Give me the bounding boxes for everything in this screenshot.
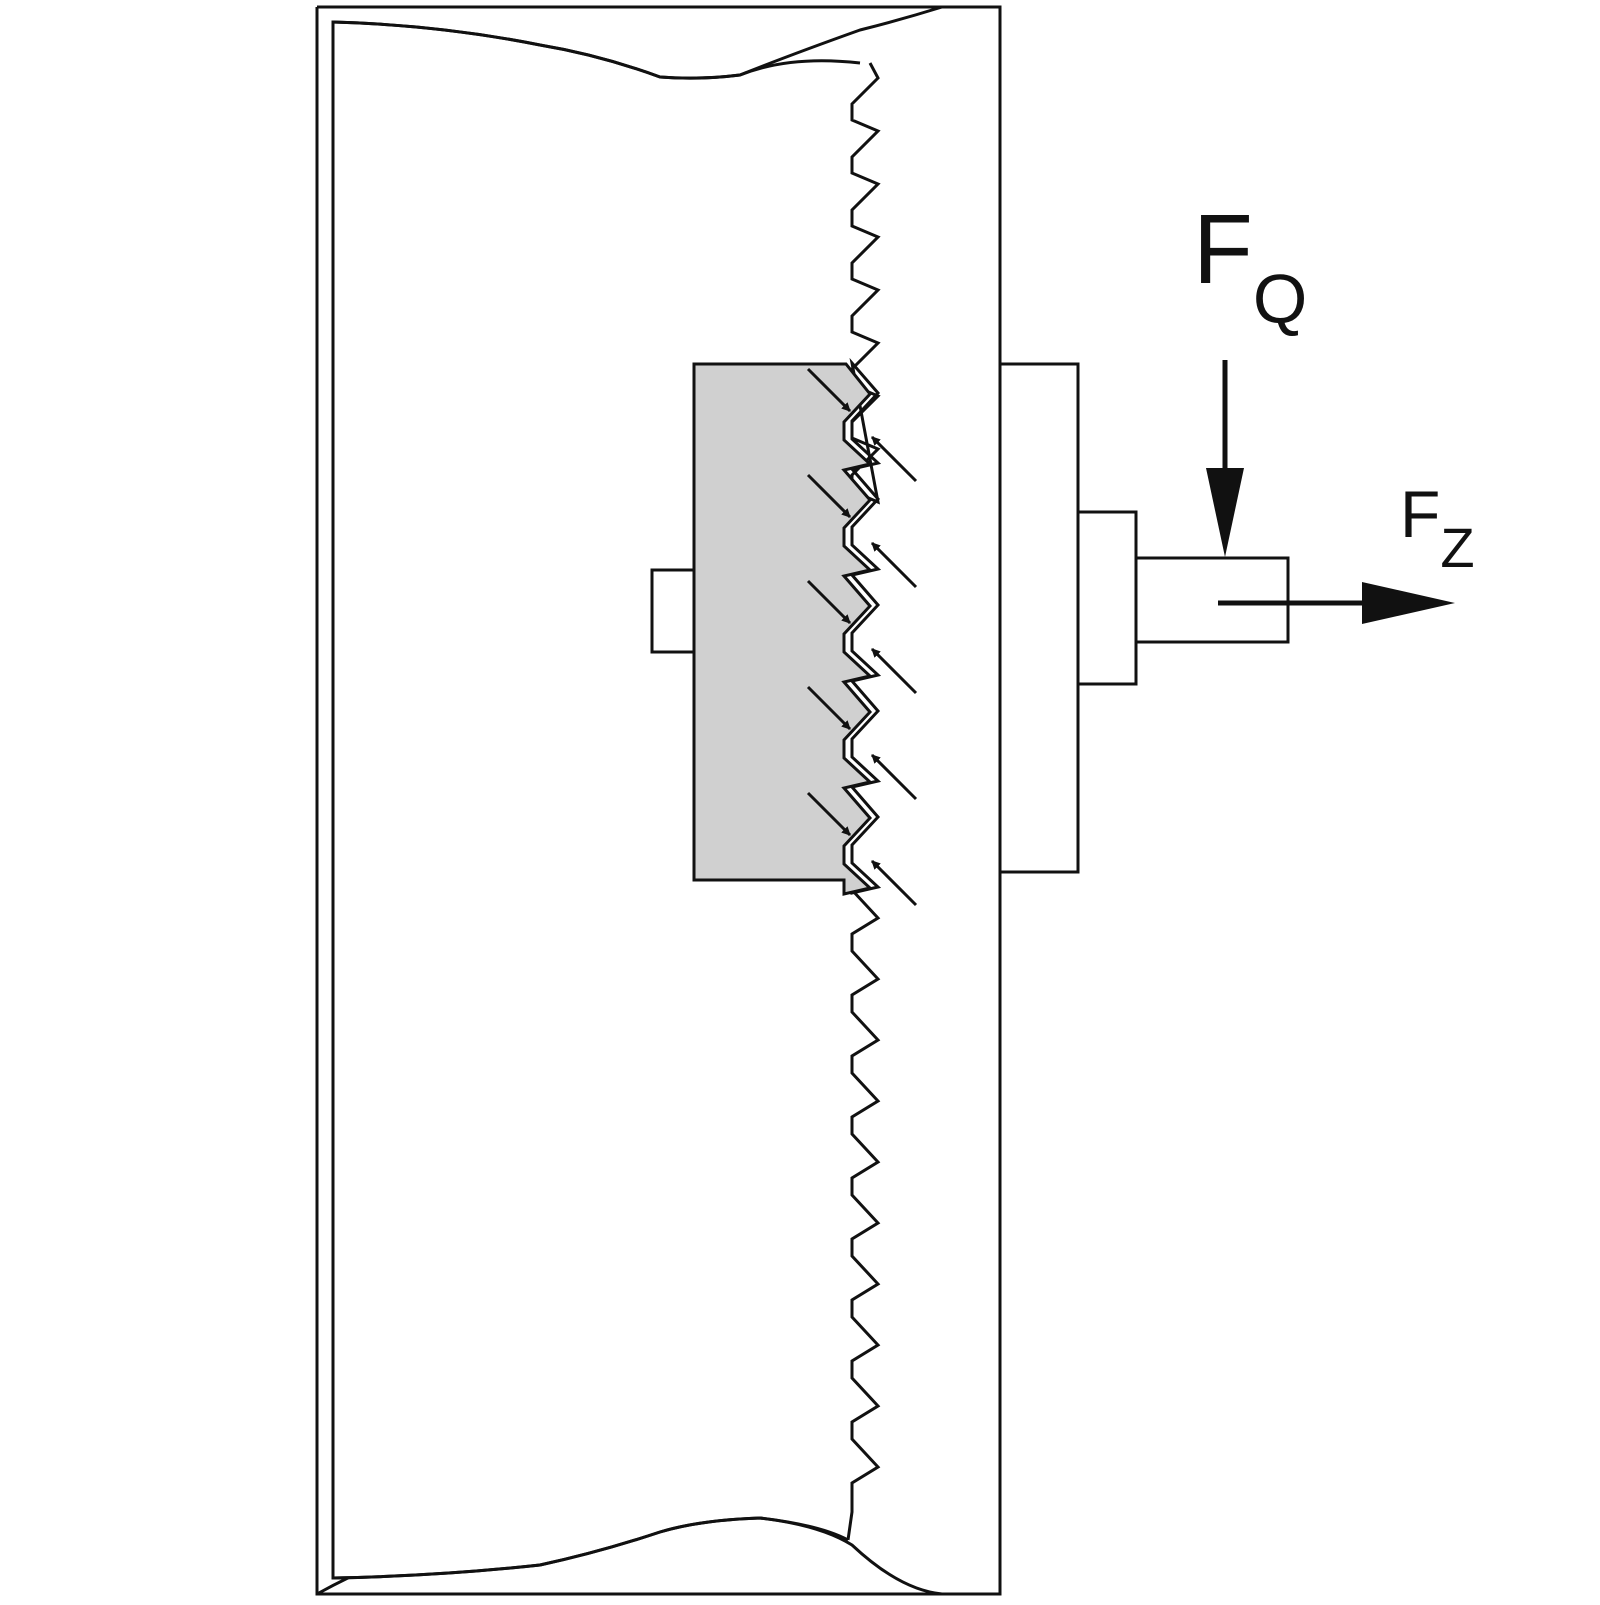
contact-force-arrow-nut xyxy=(806,791,852,837)
contact-force-arrow-nut xyxy=(806,579,852,625)
transverse-force-label: FQ xyxy=(1193,194,1307,338)
contact-force-arrow-bolt xyxy=(870,859,918,907)
contact-force-arrow-nut xyxy=(806,473,852,519)
contact-force-arrow-bolt xyxy=(870,541,918,589)
housing-inner-wall xyxy=(331,22,849,1580)
axial-force-label: FZ xyxy=(1400,477,1475,579)
contact-force-arrow-bolt xyxy=(870,647,918,695)
contact-force-arrow-nut xyxy=(806,685,852,731)
housing-inner-top xyxy=(332,20,861,80)
shaft xyxy=(1134,556,1290,644)
thread-contact-forces xyxy=(806,367,918,907)
thread-profile xyxy=(846,62,882,1541)
contact-force-arrow-bolt xyxy=(870,753,918,801)
collar xyxy=(998,362,1080,874)
nut-pin xyxy=(650,568,696,654)
axial-force-arrow xyxy=(1218,582,1455,624)
contact-force-arrow-bolt xyxy=(870,435,918,483)
nut xyxy=(692,362,874,896)
transverse-force-arrow xyxy=(1206,360,1244,557)
bolt-body xyxy=(317,5,1002,1596)
contact-force-arrow-nut xyxy=(806,367,852,413)
shoulder xyxy=(1076,510,1138,686)
